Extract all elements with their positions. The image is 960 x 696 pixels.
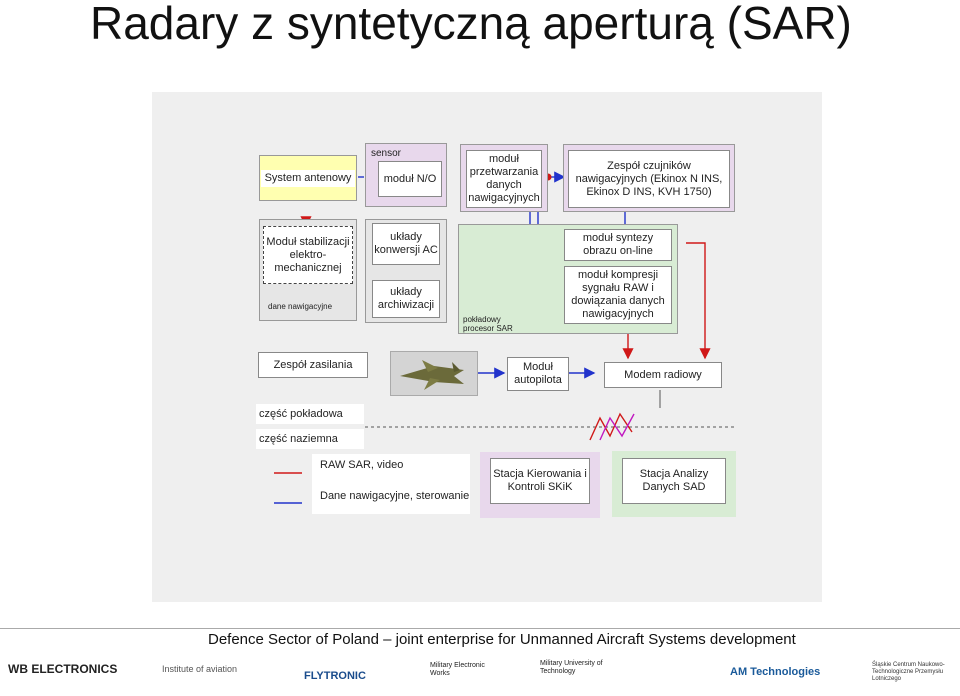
modul-no-box: moduł N/O [378,161,442,197]
logo-military-university: Military University of Technology [540,660,603,675]
uklady-archiwizacji-label: układy archiwizacji [377,286,435,311]
logo-institute-of-aviation: Institute of aviation [162,664,238,674]
logo-am-technologies: AM Technologies [730,666,821,678]
sensor-label: sensor [371,148,402,159]
uav-aircraft-icon [400,359,464,390]
system-antenowy-box: System antenowy [259,155,357,201]
modul-syntezy-label: moduł syntezy obrazu on-line [582,232,654,257]
logo-slaskie-centrum: Śląskie Centrum Naukowo-Technologiczne P… [872,662,945,682]
modul-kompresji-box: moduł kompresji sygnału RAW i dowiązania… [564,266,672,324]
aircraft-image [390,351,478,396]
stacja-analizy-box: Stacja Analizy Danych SAD [622,458,726,504]
legend-box [312,454,470,514]
modul-stabilizacji-label: Moduł stabilizacji elektro-mechanicznej [266,235,350,274]
modem-radiowy-box: Modem radiowy [604,362,722,388]
modul-autopilota-label: Moduł autopilota [514,361,562,386]
modul-autopilota-box: Moduł autopilota [507,357,569,391]
stacja-analizy-label: Stacja Analizy Danych SAD [639,468,709,493]
czesc-pokladowa-box: część pokładowa [256,404,364,424]
zespol-zasilania-box: Zespół zasilania [258,352,368,378]
dane-nawigacyjne-small-label: dane nawigacyjne [268,302,333,311]
modul-przetwarzania-box: moduł przetwarzania danych nawigacyjnych [466,150,542,208]
stacja-kierowania-label: Stacja Kierowania i Kontroli SKiK [493,468,587,493]
modul-przetwarzania-label: moduł przetwarzania danych nawigacyjnych [468,153,540,204]
zespol-czujnikow-label: Zespół czujników nawigacyjnych (Ekinox N… [575,159,723,198]
zespol-zasilania-label: Zespół zasilania [273,358,353,371]
legend-nav-label: Dane nawigacyjne, sterowanie [320,490,470,502]
footer-divider [0,628,960,629]
modem-radiowy-label: Modem radiowy [624,368,702,381]
czesc-pokladowa-label: część pokładowa [259,407,343,420]
logo-flytronic: FLYTRONIC [304,670,366,682]
modul-stabilizacji-box: Moduł stabilizacji elektro-mechanicznej [263,226,353,284]
logo-military-electronic-works: Military Electronic Works [430,662,485,677]
uklady-konwersji-box: układy konwersji AC [372,223,440,265]
modul-no-label: moduł N/O [383,172,437,185]
page-title: Radary z syntetyczną aperturą (SAR) [90,0,852,49]
uklady-archiwizacji-box: układy archiwizacji [372,280,440,318]
modul-kompresji-label: moduł kompresji sygnału RAW i dowiązania… [571,269,665,320]
modul-syntezy-box: moduł syntezy obrazu on-line [564,229,672,261]
uklady-konwersji-label: układy konwersji AC [374,231,438,256]
zespol-czujnikow-box: Zespół czujników nawigacyjnych (Ekinox N… [568,150,730,208]
legend-raw-label: RAW SAR, video [320,459,404,471]
footer-text: Defence Sector of Poland – joint enterpr… [208,631,796,648]
czesc-naziemna-box: część naziemna [256,429,364,449]
stacja-kierowania-box: Stacja Kierowania i Kontroli SKiK [490,458,590,504]
pokladowy-procesor-label: pokładowy procesor SAR [463,315,513,333]
logo-wb-electronics: WB ELECTRONICS [8,662,118,676]
system-antenowy-label: System antenowy [260,169,356,187]
czesc-naziemna-label: część naziemna [259,432,338,445]
